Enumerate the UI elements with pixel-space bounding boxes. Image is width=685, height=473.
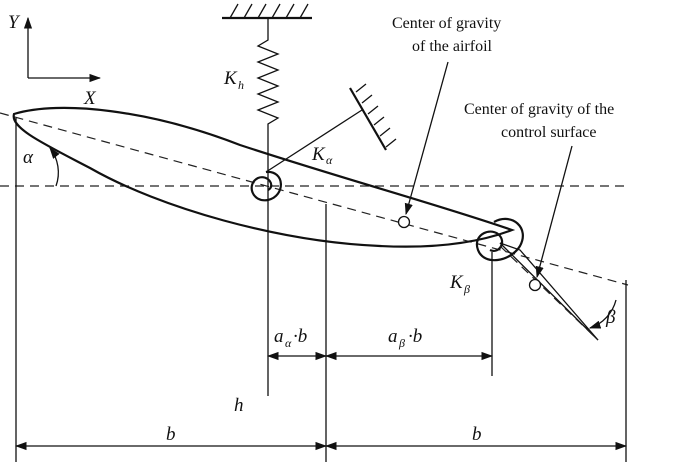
a-alpha-label: a	[274, 326, 284, 347]
airfoil-cg-line1: Center of gravity	[392, 15, 501, 32]
airfoil-cg-line2: of the airfoil	[412, 38, 493, 55]
airfoil-cg-pointer	[404, 61, 449, 216]
kbeta-sub: β	[463, 282, 470, 296]
control-surface	[499, 242, 599, 341]
control-surface-cg-marker	[528, 278, 542, 292]
y-axis-label: Y	[8, 12, 21, 33]
alpha-label: α	[23, 147, 34, 168]
plunge-spring: K h	[222, 3, 312, 178]
a-beta-sub: β	[398, 336, 405, 350]
kh-label: K	[223, 68, 238, 89]
x-axis-label: X	[83, 88, 97, 109]
control-cg-line2: control surface	[501, 124, 597, 141]
pitch-wall	[349, 87, 387, 151]
kalpha-sub: α	[326, 153, 333, 167]
control-cg-line1: Center of gravity of the	[464, 101, 614, 118]
a-beta-label: a	[388, 326, 398, 347]
control-surface-chord	[499, 245, 599, 341]
a-alpha-sub: α	[285, 336, 292, 350]
a-alpha-dot-b: ·b	[293, 326, 307, 347]
kh-sub: h	[238, 78, 244, 92]
elastic-axis-coil	[250, 170, 282, 202]
kbeta-label: K	[449, 272, 464, 293]
h-label: h	[234, 395, 244, 416]
beta-angle-arc	[588, 299, 617, 329]
airfoil-outline	[12, 106, 516, 248]
airfoil-cg-marker	[397, 215, 411, 229]
kalpha-label: K	[311, 144, 326, 165]
coordinate-axes: Y X	[8, 12, 102, 109]
control-cg-pointer	[535, 145, 573, 279]
beta-label: β	[605, 307, 616, 328]
hinge-coil	[475, 217, 524, 262]
a-beta-dot-b: ·b	[408, 326, 422, 347]
alpha-angle-arc	[49, 147, 60, 187]
plunge-spring-coil	[256, 18, 280, 178]
chord-line	[0, 112, 629, 286]
b-left-label: b	[166, 424, 176, 445]
pitch-spring-arm	[265, 109, 363, 173]
b-right-label: b	[472, 424, 482, 445]
pitch-spring: K α	[265, 83, 397, 173]
